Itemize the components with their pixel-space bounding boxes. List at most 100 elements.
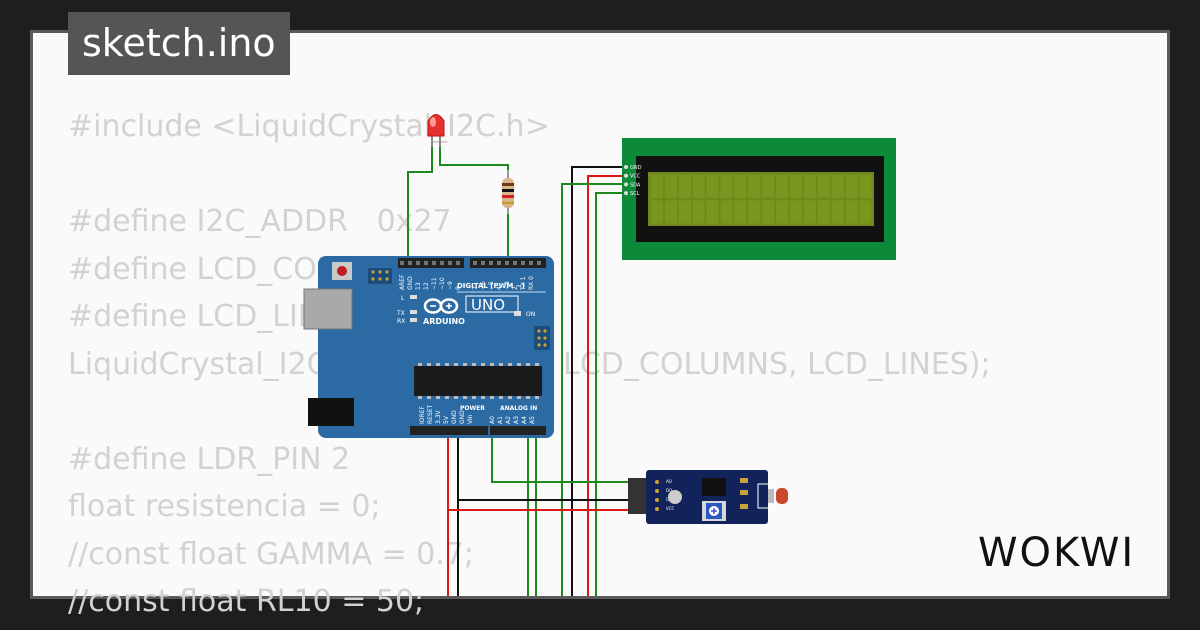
lcd-cell — [748, 200, 761, 224]
code-line: //const float RL10 = 50; — [68, 584, 425, 619]
code-line: float resistencia = 0; — [68, 489, 381, 524]
pin-label: IOREF — [419, 406, 426, 424]
chip-pin — [526, 363, 530, 366]
led-l-label: L — [401, 295, 405, 302]
pin-label: A5 — [529, 416, 536, 424]
header-pin — [505, 261, 509, 265]
led-rx-label: RX — [397, 318, 405, 325]
pin-label: TX 1 — [520, 276, 527, 291]
header-pin — [481, 261, 485, 265]
lcd-cell — [859, 200, 872, 224]
lcd-pin-label: GND — [630, 165, 642, 171]
file-tab[interactable]: sketch.ino — [68, 12, 290, 75]
pin-label: ~5 — [488, 281, 495, 290]
lcd-cell — [831, 175, 844, 198]
pin-label: GND — [451, 410, 458, 424]
board-name: UNO — [471, 296, 505, 314]
pin-label: ~10 — [439, 277, 446, 290]
chip-pin — [463, 396, 467, 399]
wire-led-anode — [439, 147, 509, 178]
chip-pin — [535, 363, 539, 366]
pin-label: A0 — [489, 416, 496, 424]
lcd-pin-label: VCC — [630, 174, 641, 180]
lcd-cell — [803, 200, 816, 224]
chip-pin — [427, 363, 431, 366]
digital-header-left — [398, 258, 464, 268]
lcd-cell — [664, 200, 677, 224]
header-pin — [400, 261, 404, 265]
on-led-label: ON — [526, 311, 535, 318]
chip-pin — [499, 363, 503, 366]
lcd-cell — [776, 200, 789, 224]
header-pin — [489, 261, 493, 265]
lcd-pin — [624, 165, 628, 169]
chip-pin — [445, 396, 449, 399]
pin-label: 5V — [443, 415, 450, 424]
chip-pin — [490, 363, 494, 366]
chip-pin — [499, 396, 503, 399]
pin-label: 4 — [496, 286, 503, 290]
chip-pin — [508, 396, 512, 399]
lcd-cell — [734, 175, 747, 198]
pin-label: A3 — [513, 416, 520, 424]
pin-label: ~11 — [431, 277, 438, 290]
analog-header — [490, 426, 546, 435]
led-tx-label: TX — [396, 310, 405, 317]
lcd-1602-i2c[interactable]: GND VCC SDA SCL — [622, 138, 896, 260]
lcd-cell — [790, 175, 802, 198]
pin-label: GND — [459, 410, 466, 424]
led-red[interactable] — [427, 114, 445, 149]
pin-label: A1 — [497, 416, 504, 424]
lcd-cell — [706, 200, 719, 224]
chip-pin — [427, 396, 431, 399]
header-pin — [408, 261, 412, 265]
wire-lcd-scl — [595, 192, 626, 596]
canvas — [33, 33, 1167, 596]
chip-pin — [517, 396, 521, 399]
wokwi-logo: WOKWI — [978, 530, 1135, 576]
pin-label: Vin — [467, 414, 474, 424]
resistor[interactable] — [502, 170, 514, 215]
power-header — [410, 426, 488, 435]
ldr-sensor-module[interactable]: VCCGNDDOAO — [628, 470, 788, 524]
pin-label: 2 — [512, 286, 519, 290]
pin-label: ~3 — [504, 281, 511, 290]
ldr-pin-label: DO — [666, 488, 672, 493]
atmega-chip — [414, 366, 542, 396]
wire-lcd-sda — [561, 183, 626, 596]
lcd-cell — [790, 200, 802, 224]
lcd-cell — [651, 175, 663, 198]
board-brand: ARDUINO — [423, 317, 465, 326]
lcd-pin — [624, 173, 628, 178]
header-pin — [497, 261, 501, 265]
pin-label: A2 — [505, 416, 512, 424]
lcd-pin — [624, 191, 628, 196]
chip-pin — [526, 396, 530, 399]
lcd-cell — [748, 175, 761, 198]
chip-pin — [481, 396, 485, 399]
header-pin — [424, 261, 428, 265]
chip-pin — [472, 396, 476, 399]
lcd-cell — [664, 175, 677, 198]
lcd-pin-label: SCL — [630, 191, 640, 197]
lcd-pin-label: SDA — [630, 182, 641, 188]
lcd-cell — [651, 200, 663, 224]
chip-pin — [508, 363, 512, 366]
usb-port — [303, 288, 353, 330]
header-pin — [440, 261, 444, 265]
svg-text:WOKWI: WOKWI — [978, 530, 1135, 576]
pin-label: ~6 — [480, 281, 487, 290]
header-pin — [529, 261, 533, 265]
lcd-cell — [692, 200, 705, 224]
chip-pin — [436, 396, 440, 399]
lcd-cell — [845, 200, 858, 224]
lcd-cell — [762, 200, 775, 224]
header-pin — [432, 261, 436, 265]
pin-label: ~9 — [447, 281, 454, 290]
header-pin — [521, 261, 525, 265]
wire-lcd-gnd — [571, 166, 626, 596]
digital-label: DIGITAL (PWM ~) — [457, 282, 525, 290]
pin-label: 13 — [415, 282, 422, 290]
